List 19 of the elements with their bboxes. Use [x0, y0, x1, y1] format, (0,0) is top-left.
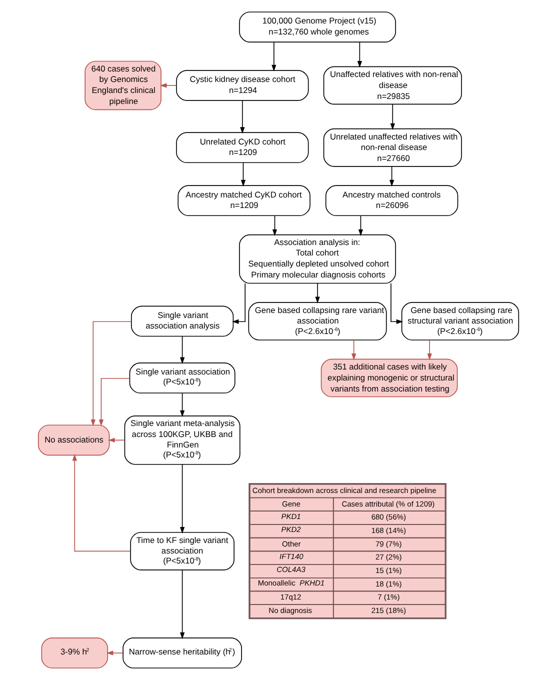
label: 79 (7%)	[375, 539, 402, 548]
label: IFT140	[279, 552, 303, 561]
label: 27 (2%)	[375, 552, 402, 562]
label: 15 (1%)	[375, 566, 402, 576]
label: 168 (14%)	[370, 526, 406, 535]
label: Gene	[282, 499, 300, 508]
label: PKD1	[280, 512, 300, 521]
label: 18 (1%)	[375, 579, 402, 588]
label: Cases attributal (% of 1209)	[341, 499, 434, 508]
label: 7 (1%)	[377, 592, 400, 602]
label: 680 (56%)	[370, 512, 406, 522]
label: PKD2	[280, 525, 300, 534]
label: Monoallelic PKHD1	[257, 578, 324, 588]
label: No diagnosis	[268, 606, 312, 616]
label: Other	[282, 539, 300, 548]
label: 215 (18%)	[370, 606, 406, 616]
label: 17q12	[280, 592, 301, 602]
label: Cohort breakdown across clinical and research pipeline	[252, 486, 436, 495]
label: COL4A3	[276, 565, 305, 574]
